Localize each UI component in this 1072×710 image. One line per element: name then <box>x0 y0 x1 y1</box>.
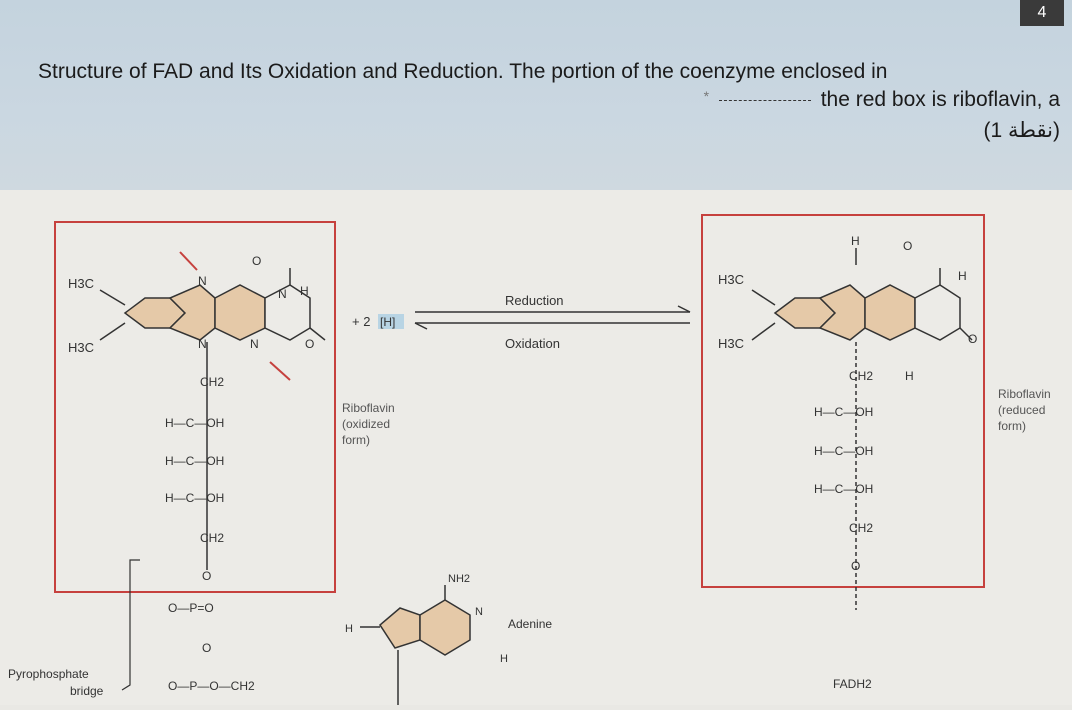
adenine-label: Adenine <box>508 617 552 631</box>
fad-diagram: H3C H3C N N N N H O O CH2 H—C—OH H—C—OH … <box>8 214 1051 705</box>
page-number-badge: 4 <box>1020 0 1064 26</box>
n1-hydrogen: H <box>905 369 914 383</box>
pyrophosphate-brace <box>121 559 140 691</box>
reagent-hydrogen: [H] <box>380 315 395 329</box>
pyrophosphate-group: O—P=O O O—P—O—CH2 <box>168 601 255 693</box>
red-arrow-n1 <box>179 251 198 271</box>
svg-text:CH2: CH2 <box>200 375 224 389</box>
points-label: (1 نقطة) <box>983 119 1060 142</box>
svg-text:CH2: CH2 <box>849 521 873 535</box>
n5-hydrogen: H <box>851 234 860 248</box>
methyl-label-top: H3C <box>718 272 744 287</box>
carbonyl-o-right: O <box>305 337 314 351</box>
nh-hydrogen: H <box>958 269 967 283</box>
svg-text:form): form) <box>342 433 370 447</box>
question-text: Structure of FAD and Its Oxidation and R… <box>38 60 888 83</box>
svg-text:O: O <box>202 641 211 655</box>
carbonyl-o-top: O <box>903 239 912 253</box>
equilibrium-arrows <box>414 305 691 330</box>
svg-text:H—C—OH: H—C—OH <box>165 416 224 430</box>
svg-text:O: O <box>851 559 860 573</box>
svg-text:H—C—OH: H—C—OH <box>165 454 224 468</box>
methyl-label-bottom: H3C <box>68 340 94 355</box>
riboflavin-oxidized-caption: Riboflavin (oxidized form) <box>342 401 395 447</box>
nh-hydrogen: H <box>300 284 309 298</box>
pyrophosphate-label: Pyrophosphate <box>8 667 89 681</box>
adenine-h-right: H <box>500 653 508 665</box>
svg-text:(oxidized: (oxidized <box>342 417 390 431</box>
svg-text:H—C—OH: H—C—OH <box>165 491 224 505</box>
svg-text:O—P—O—CH2: O—P—O—CH2 <box>168 679 255 693</box>
answer-blank[interactable] <box>718 99 811 102</box>
reduction-label: Reduction <box>505 293 564 308</box>
svg-text:O: O <box>202 569 211 583</box>
svg-text:O—P=O: O—P=O <box>168 601 214 615</box>
fad-figure: H3C H3C N N N N H O O CH2 H—C—OH H—C—OH … <box>0 190 1072 705</box>
amine-label: NH2 <box>448 573 470 585</box>
ring-atom-n: N <box>198 337 207 351</box>
methyl-label-bottom: H3C <box>718 336 744 351</box>
isoalloxazine-ring-oxidized <box>99 268 326 570</box>
isoalloxazine-ring-reduced <box>751 248 973 341</box>
riboflavin-box-oxidized <box>54 221 336 593</box>
carbonyl-o-right: O <box>968 332 977 346</box>
svg-text:form): form) <box>998 419 1026 433</box>
svg-text:CH2: CH2 <box>200 531 224 545</box>
carbonyl-o-top: O <box>252 254 261 268</box>
svg-text:Riboflavin: Riboflavin <box>998 387 1051 401</box>
question-continuation: the red box is riboflavin, a <box>820 88 1060 111</box>
reagent-label: + 2 <box>352 314 370 329</box>
ring-atom-n: N <box>250 337 259 351</box>
bridge-label: bridge <box>70 684 104 698</box>
oxidation-label: Oxidation <box>505 336 560 351</box>
svg-text:H—C—OH: H—C—OH <box>814 405 873 419</box>
question-text-line2: * the red box is riboflavin, a <box>704 88 1060 112</box>
riboflavin-box-reduced <box>701 214 985 588</box>
ribityl-chain-reduced: CH2 H—C—OH H—C—OH H—C—OH CH2 O <box>814 369 873 573</box>
ring-atom-n: N <box>198 274 207 288</box>
svg-text:Riboflavin: Riboflavin <box>342 401 395 415</box>
svg-text:H—C—OH: H—C—OH <box>814 444 873 458</box>
svg-text:(reduced: (reduced <box>998 403 1045 417</box>
svg-text:H—C—OH: H—C—OH <box>814 482 873 496</box>
adenine-h-left: H <box>345 623 353 635</box>
reagent-highlight <box>378 314 404 329</box>
adenine-ring <box>360 585 471 705</box>
required-star: * <box>703 88 710 104</box>
question-header: 4 Structure of FAD and Its Oxidation and… <box>0 0 1072 190</box>
ring-atom-n: N <box>278 287 287 301</box>
fadh2-label: FADH2 <box>833 677 872 691</box>
svg-text:CH2: CH2 <box>849 369 873 383</box>
methyl-label-top: H3C <box>68 276 94 291</box>
riboflavin-reduced-caption: Riboflavin (reduced form) <box>998 387 1051 433</box>
ribityl-chain-oxidized: CH2 H—C—OH H—C—OH H—C—OH CH2 O <box>165 375 224 583</box>
adenine-n: N <box>475 606 483 618</box>
red-arrow-n5 <box>269 361 291 381</box>
